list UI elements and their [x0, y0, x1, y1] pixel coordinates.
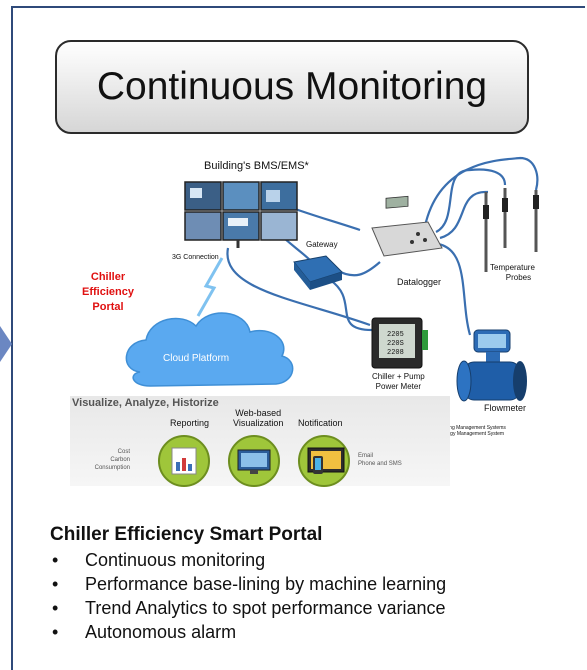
analytics-icons	[158, 435, 350, 487]
feature-list: • Continuous monitoring • Performance base…	[50, 548, 446, 644]
portal-label-line1: Chiller	[90, 271, 126, 283]
datalogger-label: Datalogger	[397, 277, 442, 287]
footnote-line1: * BMS: Building Management Systems	[420, 425, 506, 431]
metric-cost: Cost	[117, 449, 130, 455]
metric-consumption: Consumption	[94, 465, 130, 471]
web-label-line2: Visualization	[233, 418, 284, 428]
system-diagram: 2205 220S 2208	[125, 156, 539, 402]
power-meter-icon	[371, 317, 428, 369]
bullet-icon: •	[52, 598, 59, 618]
bullet-icon: •	[52, 574, 59, 594]
connection-label: 3G Connection	[172, 254, 219, 261]
datalogger-icon	[371, 195, 443, 257]
metric-carbon: Carbon	[110, 457, 130, 463]
web-visualization-label: Web-based Visualization	[233, 408, 283, 428]
channel-email: Email	[358, 453, 374, 459]
list-item: • Continuous monitoring	[50, 548, 446, 572]
temperature-probes-icon	[483, 188, 539, 272]
bullet-icon: •	[52, 622, 59, 642]
portal-label: Chiller Efficiency Portal	[68, 270, 148, 315]
portal-label-line2: Efficiency	[82, 286, 134, 298]
probes-label: Temperature Probes	[490, 263, 535, 283]
power-meter-label-line1: Chiller + Pump	[372, 372, 425, 381]
web-visualization-icon	[228, 435, 280, 487]
bullet-icon: •	[52, 550, 59, 570]
reporting-label: Reporting	[170, 418, 210, 428]
analytics-heading: Visualize, Analyze, Historize	[72, 397, 219, 409]
power-meter-label: Chiller + Pump Power Meter	[372, 372, 425, 392]
meter-readout-1: 2205	[387, 331, 404, 339]
cloud-label: Cloud Platform	[163, 353, 230, 364]
wireless-link-icon	[196, 257, 224, 317]
list-item-text: Autonomous alarm	[85, 622, 237, 642]
list-item: • Trend Analytics to spot performance var…	[50, 596, 446, 620]
gateway-label: Gateway	[306, 240, 338, 249]
notification-icon	[298, 435, 350, 487]
list-item: • Performance base-lining by machine lear…	[50, 572, 446, 596]
channel-phone-sms: Phone and SMS	[358, 461, 402, 467]
portal-section-heading: Chiller Efficiency Smart Portal	[50, 524, 323, 545]
list-item-text: Continuous monitoring	[85, 550, 266, 570]
probes-label-line1: Temperature	[490, 263, 535, 272]
list-item-text: Trend Analytics to spot performance vari…	[85, 598, 446, 618]
meter-readout-3: 2208	[387, 349, 404, 357]
footnote: * BMS: Building Management Systems EMS: …	[420, 425, 506, 437]
meter-readout-2: 220S	[387, 340, 404, 348]
list-item-text: Performance base-lining by machine learn…	[85, 574, 447, 594]
bms-label: Building's BMS/EMS*	[204, 160, 309, 172]
flowmeter-icon	[456, 329, 527, 402]
gateway-icon	[293, 255, 343, 290]
cable-probe-3	[423, 156, 539, 227]
cable-flowmeter	[437, 242, 472, 336]
web-label-line1: Web-based	[235, 408, 282, 418]
cable-probe-2	[439, 190, 489, 240]
title-box: Continuous Monitoring	[55, 40, 529, 134]
notification-channels: Email Phone and SMS	[358, 452, 402, 468]
page-title: Continuous Monitoring	[96, 65, 488, 108]
notification-label: Notification	[298, 418, 343, 428]
reporting-icon	[158, 435, 210, 487]
cable-bms-meter	[226, 247, 371, 327]
bms-monitors-icon	[184, 181, 298, 248]
probes-label-line2: Probes	[505, 273, 532, 282]
cloud-platform-icon	[125, 312, 294, 387]
list-item: • Autonomous alarm	[50, 620, 446, 644]
power-meter-label-line2: Power Meter	[375, 382, 422, 391]
footnote-line2: EMS: Energy Management System	[426, 431, 505, 437]
cable-gateway-meter	[329, 279, 373, 332]
reporting-metrics: Cost Carbon Consumption	[74, 448, 130, 472]
flowmeter-label: Flowmeter	[484, 403, 527, 413]
left-arrow-icon	[0, 326, 12, 362]
portal-label-line3: Portal	[92, 301, 124, 313]
